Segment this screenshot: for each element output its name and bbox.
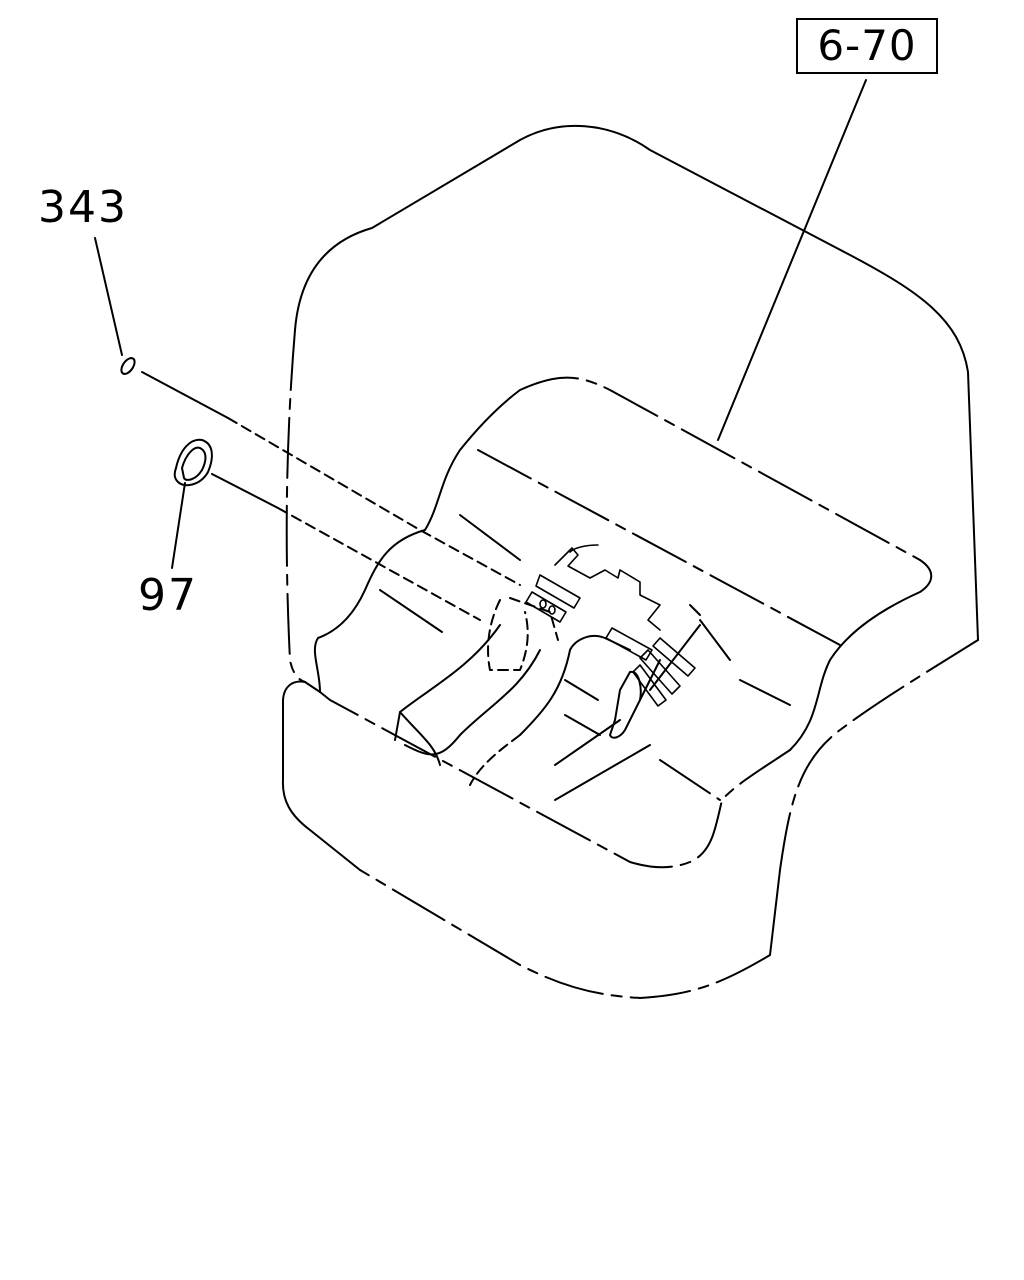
floor-mat-panel-lines (379, 449, 841, 801)
floor-mat-outline (281, 124, 979, 999)
pedal-recess-left (394, 597, 559, 766)
floor-mat-inner-pad (313, 376, 933, 869)
pedal-bracket (525, 544, 696, 707)
pedal-recess-right (469, 634, 661, 786)
part-number-343: 343 (38, 182, 128, 233)
part-343-plug (120, 357, 136, 375)
part-97-grommet (173, 438, 213, 487)
reference-callout: 6-70 (796, 18, 938, 74)
part-number-97: 97 (138, 570, 198, 621)
leader-lines (94, 79, 867, 621)
